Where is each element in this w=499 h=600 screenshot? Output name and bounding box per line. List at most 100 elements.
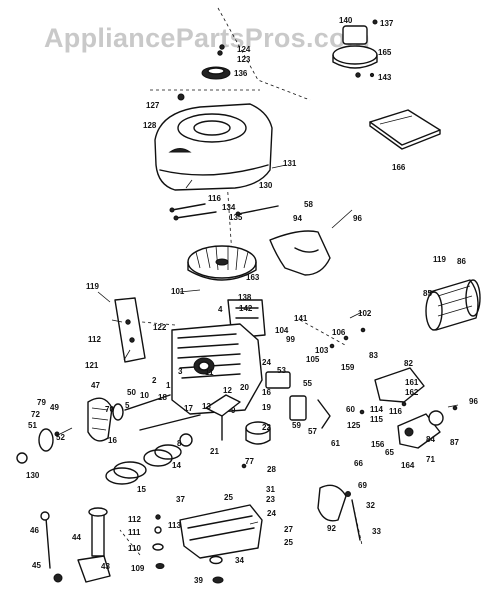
- callout-94: 94: [293, 214, 302, 223]
- callout-114: 114: [370, 405, 383, 414]
- callout-1: 1: [166, 381, 171, 390]
- callout-109: 109: [131, 564, 145, 573]
- callout-123: 123: [237, 55, 251, 64]
- callout-14: 14: [172, 461, 181, 470]
- callout-16-left: 16: [108, 436, 117, 445]
- air-guide: [269, 230, 331, 276]
- callout-104: 104: [275, 326, 289, 335]
- callout-66: 66: [354, 459, 363, 468]
- callout-11: 11: [205, 368, 214, 377]
- callout-31: 31: [266, 485, 275, 494]
- callout-25-top: 25: [224, 493, 233, 502]
- callout-125: 125: [347, 421, 361, 430]
- callout-50: 50: [127, 388, 136, 397]
- callout-122: 122: [153, 323, 167, 332]
- callout-55: 55: [303, 379, 312, 388]
- callout-49: 49: [50, 403, 59, 412]
- callout-112-top: 112: [88, 335, 101, 344]
- callout-13: 13: [202, 402, 211, 411]
- callout-99: 99: [286, 335, 295, 344]
- callout-164: 164: [401, 461, 415, 470]
- callout-25-bottom: 25: [284, 538, 293, 547]
- callout-77: 77: [245, 457, 254, 466]
- callout-162: 162: [405, 388, 419, 397]
- exhaust-pipe: [317, 484, 361, 541]
- control-bracket: [114, 297, 146, 363]
- callout-87: 87: [450, 438, 459, 447]
- callout-166: 166: [392, 163, 406, 172]
- callout-70: 70: [105, 405, 114, 414]
- callout-65: 65: [385, 448, 394, 457]
- callout-140: 140: [339, 16, 353, 25]
- callout-142: 142: [239, 304, 253, 313]
- callout-57: 57: [308, 427, 317, 436]
- callout-33: 33: [372, 527, 381, 536]
- callout-24-bottom: 24: [267, 509, 276, 518]
- callout-156: 156: [371, 440, 385, 449]
- piston-rings: [105, 444, 182, 485]
- callout-86: 86: [457, 257, 466, 266]
- callout-5: 5: [125, 401, 130, 410]
- callout-130: 130: [259, 181, 273, 190]
- engine-block: [171, 323, 263, 415]
- callout-10: 10: [140, 391, 149, 400]
- sump-cover: [16, 397, 113, 464]
- callout-28: 28: [267, 465, 276, 474]
- callout-119-left: 119: [86, 282, 99, 291]
- callout-138: 138: [238, 293, 252, 302]
- callout-106: 106: [332, 328, 346, 337]
- callout-124: 124: [237, 45, 251, 54]
- callout-34: 34: [235, 556, 244, 565]
- callout-61: 61: [331, 439, 340, 448]
- leader-lines: [59, 164, 459, 525]
- oil-sump: [179, 504, 263, 559]
- callout-103: 103: [315, 346, 329, 355]
- callout-165: 165: [378, 48, 392, 57]
- callout-141: 141: [294, 314, 308, 323]
- watermark-text: AppliancePartsPros.com: [44, 23, 370, 53]
- callout-17: 17: [184, 404, 193, 413]
- callout-23: 23: [266, 495, 275, 504]
- callout-119-right: 119: [433, 255, 446, 264]
- callout-15: 15: [137, 485, 146, 494]
- callout-111: 111: [128, 528, 141, 537]
- callout-71: 71: [426, 455, 435, 464]
- callout-101: 101: [171, 287, 185, 296]
- callout-135: 135: [229, 213, 243, 222]
- callout-115: 115: [370, 415, 383, 424]
- assembly-guide-lines: [119, 7, 363, 556]
- callout-16-right: 16: [262, 388, 271, 397]
- carburetor: [374, 367, 444, 449]
- callout-131: 131: [283, 159, 297, 168]
- callout-59: 59: [292, 421, 301, 430]
- manual-book: [369, 109, 441, 150]
- callout-85: 85: [423, 289, 432, 298]
- callout-3: 3: [178, 367, 183, 376]
- callout-83: 83: [369, 351, 378, 360]
- callout-53-upper: 53: [277, 366, 286, 375]
- callout-9: 9: [231, 406, 236, 415]
- small-fasteners: [54, 72, 458, 469]
- callout-137: 137: [380, 19, 394, 28]
- callout-128: 128: [143, 121, 157, 130]
- callout-8: 8: [177, 439, 182, 448]
- starter-cup: [201, 44, 231, 80]
- callout-21: 21: [210, 447, 219, 456]
- callout-121: 121: [85, 361, 99, 370]
- part-callouts: 140 137 165 143 124 123 136 127 128 166 …: [26, 16, 478, 585]
- callout-127: 127: [146, 101, 160, 110]
- callout-161: 161: [405, 378, 419, 387]
- callout-2: 2: [152, 376, 157, 385]
- callout-130-left: 130: [26, 471, 40, 480]
- callout-46: 46: [30, 526, 39, 535]
- blower-housing: [154, 93, 273, 191]
- callout-110: 110: [128, 544, 141, 553]
- housing-bolts: [169, 203, 279, 221]
- callout-143: 143: [378, 73, 392, 82]
- dipstick-tube: [40, 507, 111, 583]
- callout-27: 27: [284, 525, 293, 534]
- callout-52: 52: [56, 433, 65, 442]
- carb-linkage: [265, 371, 331, 429]
- callout-116: 116: [208, 194, 221, 203]
